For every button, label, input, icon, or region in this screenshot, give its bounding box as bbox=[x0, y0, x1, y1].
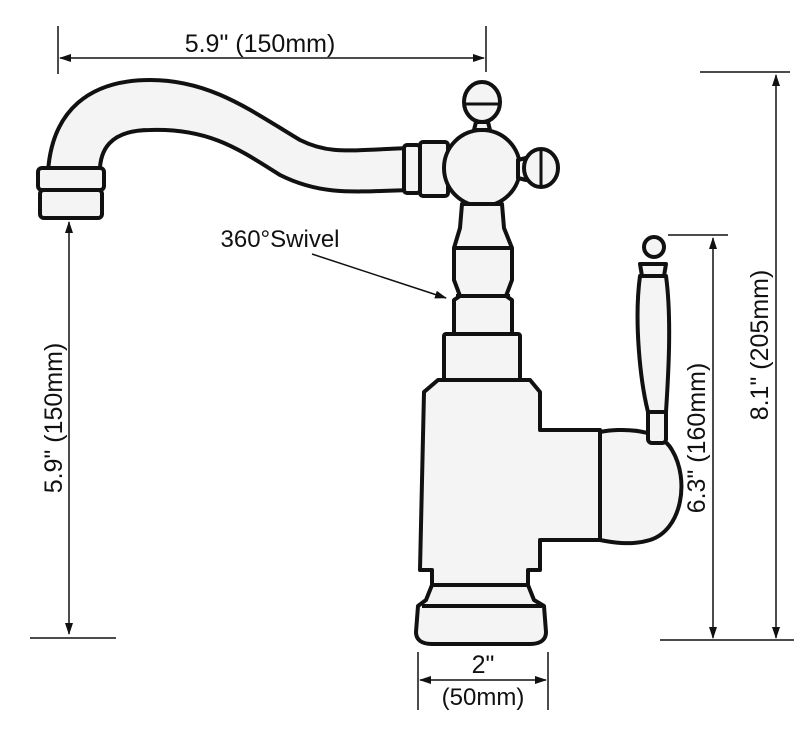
faucet-drawing bbox=[36, 78, 684, 646]
body-collar bbox=[442, 332, 522, 382]
top-knob bbox=[462, 80, 502, 124]
base-diameter-inch-label: 2" bbox=[472, 651, 495, 679]
swivel-pointer bbox=[311, 253, 447, 299]
spout-reach-label: 5.9" (150mm) bbox=[185, 30, 336, 58]
handle-finial bbox=[642, 235, 666, 259]
aerator bbox=[36, 166, 106, 192]
base-diameter-mm-label: (50mm) bbox=[442, 684, 525, 711]
spout-collar bbox=[402, 143, 422, 195]
neck bbox=[452, 202, 514, 338]
base bbox=[414, 583, 548, 646]
spout-height-label: 5.9" (150mm) bbox=[40, 343, 68, 494]
swivel-label: 360°Swivel bbox=[221, 226, 340, 253]
body bbox=[418, 378, 602, 587]
handle-cap bbox=[598, 427, 684, 546]
handle-lever bbox=[635, 274, 672, 414]
handle-height-label: 6.3" (160mm) bbox=[683, 363, 711, 514]
total-height-label: 8.1" (205mm) bbox=[746, 270, 774, 421]
dimension-lines bbox=[30, 26, 794, 710]
swivel-ball bbox=[442, 128, 522, 208]
